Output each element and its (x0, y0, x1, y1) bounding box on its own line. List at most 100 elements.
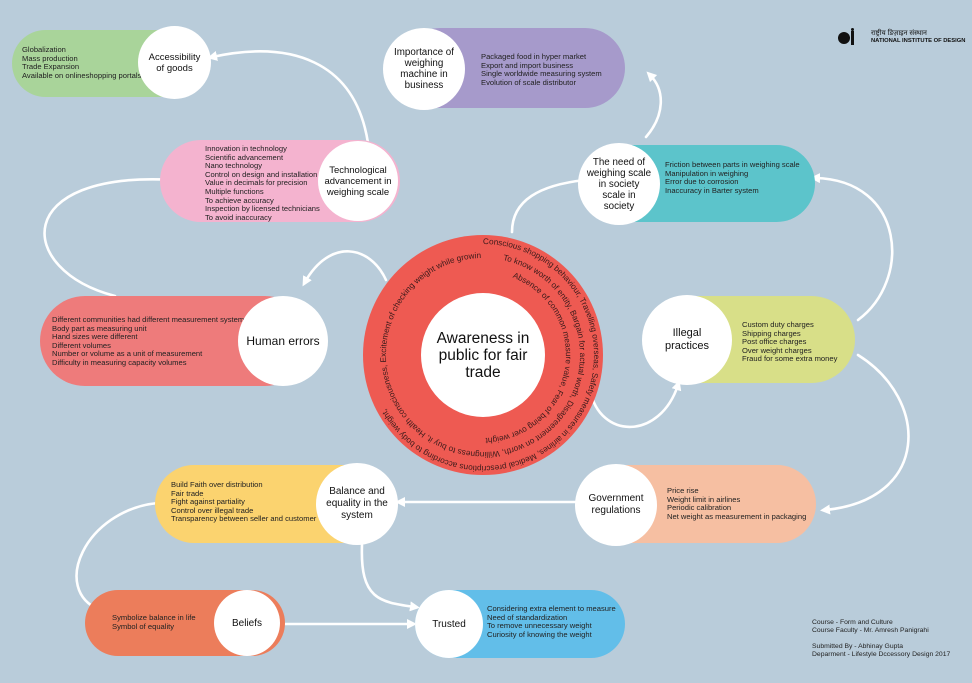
list-item: Need of standardization (487, 612, 568, 622)
accessibility-list: Globalization Mass production Trade Expa… (22, 45, 142, 80)
arrow-center-to-need (510, 175, 590, 234)
trusted-title: Trusted (432, 618, 466, 630)
list-item: Shipping charges (742, 328, 801, 338)
importance-list: Packaged food in hyper market Export and… (481, 52, 602, 87)
need-list: Friction between parts in weighing scale… (665, 160, 800, 195)
arrow-center-to-illegal (588, 380, 682, 429)
trusted-list: Considering extra element to measure Nee… (487, 604, 616, 639)
footer-course: Course - Form and Culture (812, 619, 893, 626)
logo-hindi-text: राष्ट्रीय डिज़ाइन संस्थान (871, 30, 927, 37)
need-title: The need of weighing scale in society sc… (586, 156, 652, 212)
footer-submitted: Submitted By - Abhinay Gupta (812, 643, 904, 650)
government-title: Government regulations (588, 493, 644, 516)
technology-title: Technological advancement in weighing sc… (324, 164, 392, 198)
list-item: Symbol of equality (112, 621, 175, 631)
footer-submission-info: Submitted By - Abhinay Gupta Deparment -… (812, 643, 950, 660)
logo-english-text: NATIONAL INSTITUTE OF DESIGN (871, 38, 966, 44)
footer-department: Deparment - Lifestyle Dccessory Design 2… (812, 651, 951, 659)
list-item: Over weight charges (742, 345, 812, 355)
list-item: Innovation in technology (205, 144, 287, 153)
list-item: Scientific advancement (205, 152, 284, 162)
list-item: Available on onlineshopping portals (22, 70, 142, 80)
list-item: Inspection by licensed technicians (205, 204, 320, 214)
list-item: Weight limit in airlines (667, 494, 741, 504)
list-item: Net weight as measurement in packaging (667, 511, 807, 521)
list-item: Fair trade (171, 488, 204, 498)
center-title-circle: Awareness in public for fair trade (421, 293, 545, 417)
illegal-circle: Illegal practices (642, 295, 732, 385)
beliefs-title: Beliefs (231, 617, 262, 629)
list-item: Manipulation in weighing (665, 168, 749, 178)
illegal-title: Illegal practices (664, 327, 710, 352)
nid-logo-icon (838, 28, 854, 45)
arrow-balance-to-beliefs (75, 501, 160, 613)
list-item: Symbolize balance in life (112, 613, 196, 622)
arrow-tech-to-accessibility (207, 50, 370, 145)
list-item: Error due to corrosion (665, 177, 739, 187)
footer-course-info: Course - Form and Culture Course Faculty… (812, 619, 929, 636)
government-circle: Government regulations (575, 464, 657, 546)
list-item: Evolution of scale distributor (481, 77, 576, 87)
balance-list: Build Faith over distribution Fair trade… (171, 480, 317, 524)
list-item: Post office charges (742, 337, 807, 347)
need-circle: The need of weighing scale in society sc… (578, 143, 660, 225)
accessibility-circle: Accessibility of goods (138, 26, 211, 99)
list-item: Fight against partiality (171, 497, 245, 507)
technology-circle: Technological advancement in weighing sc… (318, 141, 398, 221)
list-item: Build Faith over distribution (171, 480, 263, 489)
balance-circle: Balance and equality in the system (316, 463, 398, 545)
list-item: Globalization (22, 45, 66, 54)
list-item: Single worldwide measuring system (481, 69, 602, 79)
list-item: Different volumes (52, 340, 111, 350)
list-item: To avoid inaccuracy (205, 212, 272, 222)
illegal-list: Custom duty charges Shipping charges Pos… (742, 320, 838, 364)
list-item: Periodic calibration (667, 503, 732, 513)
importance-title: Importance of weighing machine in busine… (394, 47, 454, 91)
arrow-illegal-to-government (820, 353, 910, 515)
trusted-circle: Trusted (415, 590, 483, 658)
list-item: Mass production (22, 53, 78, 63)
list-item: Export and import business (481, 60, 574, 70)
list-item: Considering extra element to measure (487, 604, 616, 613)
arrow-need-to-importance (644, 71, 663, 139)
list-item: Difficulty in measuring capacity volumes (52, 357, 187, 367)
human-errors-circle: Human errors (238, 296, 328, 386)
balance-title: Balance and equality in the system (326, 486, 388, 521)
accessibility-title: Accessibility of goods (148, 51, 201, 74)
list-item: Price rise (667, 486, 699, 495)
list-item: Control on design and installation (205, 169, 318, 179)
government-list: Price rise Weight limit in airlines Peri… (667, 486, 807, 521)
human-errors-list: Different communities had different meas… (52, 315, 245, 368)
beliefs-list: Symbolize balance in life Symbol of equa… (112, 613, 196, 631)
arrow-balance-to-trusted (360, 543, 420, 612)
human-errors-title: Human errors (246, 333, 320, 348)
list-item: To achieve accuracy (205, 195, 274, 205)
list-item: Curiosity of knowing the weight (487, 629, 592, 639)
arrow-human-to-tech (43, 174, 180, 298)
list-item: Value in decimals for precision (205, 178, 308, 188)
arrow-importance-to-need (810, 173, 894, 322)
list-item: Different communities had different meas… (52, 315, 245, 324)
list-item: Body part as measuring unit (52, 323, 147, 333)
list-item: To remove unnecessary weight (487, 621, 592, 631)
list-item: Nano technology (205, 161, 262, 171)
list-item: Trade Expansion (22, 62, 80, 72)
importance-circle: Importance of weighing machine in busine… (383, 28, 465, 110)
list-item: Inaccuracy in Barter system (665, 185, 759, 195)
beliefs-circle: Beliefs (214, 590, 280, 656)
footer-faculty: Course Faculty - Mr. Amresh Panigrahi (812, 627, 929, 635)
list-item: Transparency between seller and customer (171, 514, 317, 524)
list-item: Custom duty charges (742, 320, 814, 329)
list-item: Packaged food in hyper market (481, 52, 587, 61)
list-item: Control over illegal trade (171, 505, 254, 515)
list-item: Multiple functions (205, 186, 264, 196)
list-item: Fraud for some extra money (742, 354, 838, 364)
arrow-center-to-human (302, 250, 388, 287)
list-item: Friction between parts in weighing scale (665, 160, 800, 169)
list-item: Hand sizes were different (52, 332, 138, 342)
list-item: Number or volume as a unit of measuremen… (52, 349, 203, 359)
center-title: Awareness in public for fair trade (436, 329, 530, 381)
technology-list: Innovation in technology Scientific adva… (205, 144, 320, 222)
